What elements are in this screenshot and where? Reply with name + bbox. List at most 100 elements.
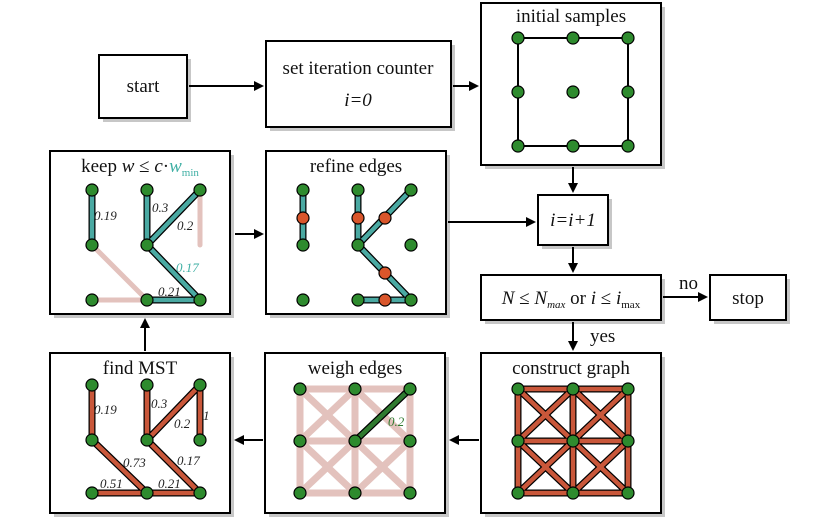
node: [193, 378, 207, 392]
counter-label: set iteration counter: [283, 58, 435, 79]
node: [511, 139, 525, 153]
refine-edges-box: refine edges: [265, 150, 450, 318]
mst-weight-7: 0.21: [158, 476, 181, 491]
keep-prefix: keep: [81, 156, 122, 177]
initial-samples-label: initial samples: [516, 6, 626, 27]
node: [348, 382, 362, 396]
new-node: [378, 293, 392, 307]
node: [621, 434, 635, 448]
new-node: [378, 211, 392, 225]
mst-weight-1: 0.3: [151, 396, 168, 411]
keep-weight-4: 0.21: [158, 284, 181, 299]
mst-weight-2: 0.2: [174, 416, 191, 431]
node: [85, 238, 99, 252]
node: [85, 433, 99, 447]
node: [140, 486, 154, 500]
mst-weight-4: 0.73: [123, 455, 146, 470]
cond-n: N: [501, 288, 516, 309]
node: [140, 378, 154, 392]
arrows: no yes: [140, 81, 708, 445]
node: [511, 31, 525, 45]
keep-w2: w: [169, 156, 182, 177]
keep-weight-1: 0.3: [152, 200, 169, 215]
construct-graph-box: construct graph: [480, 352, 665, 517]
new-node: [296, 211, 310, 225]
keep-c: c: [154, 156, 163, 177]
cond-i: i: [591, 288, 596, 309]
keep-weight-0: 0.19: [94, 208, 117, 223]
counter-box: set iteration counter i=0: [265, 40, 455, 131]
node: [566, 85, 580, 99]
node: [403, 434, 417, 448]
cond-le1: ≤: [514, 288, 534, 309]
cond-nmax: N: [533, 288, 548, 309]
increment-box: i=i+1: [537, 194, 612, 249]
node: [621, 139, 635, 153]
node: [140, 293, 154, 307]
find-mst-label: find MST: [103, 358, 178, 379]
node: [293, 382, 307, 396]
start-label: start: [127, 76, 160, 97]
node: [140, 183, 154, 197]
counter-init: i=0: [344, 90, 372, 111]
highlighted-edge-fill: [352, 386, 413, 444]
cond-nmax-sub: max: [547, 299, 565, 311]
weigh-edges-label: weigh edges: [308, 358, 402, 379]
node: [621, 382, 635, 396]
node: [566, 434, 580, 448]
initial-nodes: [511, 31, 635, 153]
keep-nodes: [85, 183, 207, 307]
keep-sub: min: [182, 167, 200, 179]
node: [140, 433, 154, 447]
keep-box: keep w ≤ c·wmin 0.19 0.3 0.2 0.17 0.21: [49, 150, 234, 318]
weigh-edges-box: weigh edges 0.2: [264, 352, 449, 517]
refine-edges-label: refine edges: [310, 156, 402, 177]
construct-nodes: [511, 382, 635, 500]
increment-label: i=i+1: [550, 210, 596, 231]
cond-imax: i: [616, 288, 621, 309]
refine-new-nodes: [296, 211, 392, 307]
keep-w: w: [122, 156, 135, 177]
refine-nodes: [296, 183, 418, 307]
weigh-nodes: [293, 382, 417, 500]
node: [566, 139, 580, 153]
node: [296, 238, 310, 252]
node: [296, 183, 310, 197]
mst-weight-0: 0.19: [94, 402, 117, 417]
cond-le2: ≤: [596, 288, 616, 309]
initial-samples-box: initial samples: [480, 2, 665, 169]
node: [404, 293, 418, 307]
cond-imax-sub: max: [621, 299, 640, 311]
node: [193, 293, 207, 307]
construct-graph-label: construct graph: [512, 358, 630, 379]
find-mst-box: find MST 0.19 0.3 0.2 1 0.73 0.17 0.51 0…: [49, 352, 234, 517]
new-node: [378, 266, 392, 280]
node: [193, 433, 207, 447]
node: [193, 183, 207, 197]
keep-pink-edges: [89, 187, 203, 303]
node: [511, 85, 525, 99]
keep-weight-2: 0.2: [177, 218, 194, 233]
node: [140, 238, 154, 252]
node: [351, 238, 365, 252]
node: [621, 85, 635, 99]
new-node: [351, 211, 365, 225]
node: [403, 382, 417, 396]
node: [511, 486, 525, 500]
node: [293, 486, 307, 500]
mst-nodes: [85, 378, 207, 500]
keep-teal-edges: [89, 187, 203, 303]
keep-le: ≤: [134, 156, 154, 177]
weigh-weight: 0.2: [388, 414, 405, 429]
keep-label: keep w ≤ c·wmin: [81, 156, 199, 179]
cond-or: or: [565, 288, 590, 309]
condition-box: N ≤ Nmax or i ≤ imax: [480, 274, 665, 324]
node: [193, 486, 207, 500]
keep-weight-3: 0.17: [176, 260, 199, 275]
node: [403, 486, 417, 500]
node: [85, 293, 99, 307]
keep-dot: ·: [163, 156, 169, 177]
node: [511, 382, 525, 396]
stop-box: stop: [709, 274, 790, 324]
